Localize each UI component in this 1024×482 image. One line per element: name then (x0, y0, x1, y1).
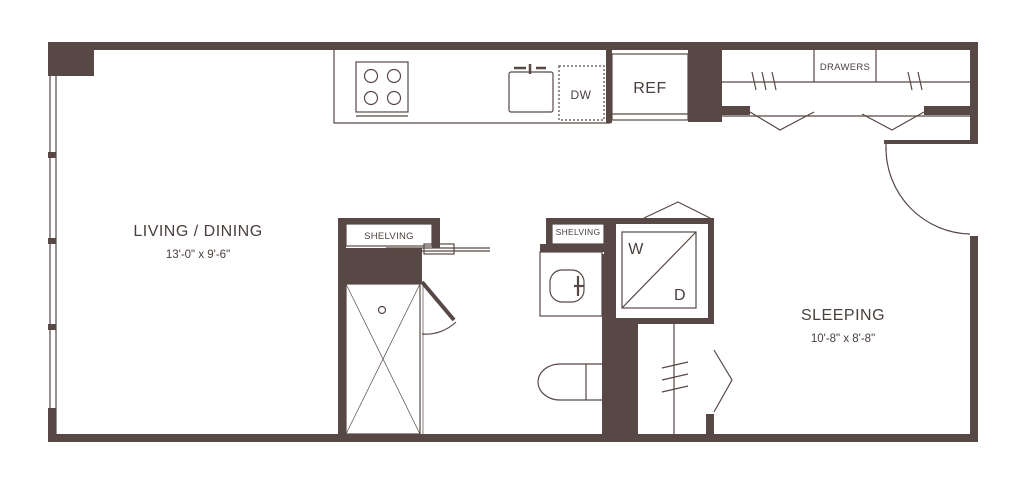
exterior-walls (48, 42, 978, 442)
small-shelf-frame (546, 218, 610, 224)
sink-icon (508, 64, 554, 113)
bath-wall-divider (602, 314, 638, 434)
room-dims-sleeping: 10'-8" x 8'-8" (811, 333, 875, 345)
wall-right-upper (970, 42, 978, 142)
room-label-living: LIVING / DINING (133, 223, 262, 240)
sink-icon (539, 251, 603, 317)
shelving-frame (338, 218, 346, 248)
dishwasher (558, 65, 605, 121)
closet-wall (884, 140, 978, 144)
bathroom (345, 223, 605, 435)
small-shelf-frame (540, 244, 610, 252)
kitchen-pier (688, 42, 722, 122)
closet-wall (722, 106, 750, 115)
small-shelving (551, 223, 605, 245)
cooktop-icon (355, 61, 409, 117)
small-shelf-frame (604, 218, 610, 254)
mullion (48, 324, 56, 330)
shelving-bath-label: SHELVING (364, 231, 414, 242)
kitchen (333, 50, 689, 124)
shelving-frame (338, 218, 440, 224)
wall-right-lower (970, 236, 978, 442)
bath-wall-block (338, 248, 422, 284)
dryer-label: D (674, 287, 686, 304)
wall-top-left (48, 42, 886, 50)
bifold-door (861, 111, 925, 131)
laundry-door (643, 201, 711, 219)
bath-wall-divider (602, 254, 610, 314)
entry-closet (722, 50, 970, 131)
room-dims-living: 13'-0" x 9'-6" (166, 249, 230, 261)
wall-top-right (886, 42, 978, 50)
shelving-closet-label: SHELVING (556, 227, 601, 237)
closet-jamb (706, 414, 714, 434)
washer-dryer (621, 231, 697, 309)
shelving-frame (432, 218, 440, 248)
washer-label: W (628, 241, 644, 258)
shelving-bath (345, 223, 433, 247)
mullion (48, 408, 56, 434)
mullion (48, 238, 56, 244)
dishwasher-label: DW (571, 88, 592, 102)
mullion (48, 152, 56, 158)
door-swing-icon (885, 142, 971, 235)
hanger-rod-icon (751, 71, 923, 91)
toilet-icon (537, 363, 602, 401)
laundry (610, 201, 714, 324)
drawers-label: DRAWERS (820, 62, 870, 73)
bifold-door (713, 349, 733, 413)
bath-door (420, 280, 456, 322)
refrigerator-label: REF (633, 80, 667, 97)
hanger-rod-icon (661, 361, 689, 393)
wall-left-top (48, 42, 56, 76)
shower-icon (345, 283, 424, 435)
window-wall (48, 76, 57, 434)
bathroom-walls (338, 218, 638, 434)
small-shelf-frame (546, 218, 552, 246)
refrigerator-wall (606, 50, 612, 123)
closet-wall (924, 106, 970, 115)
wall-bottom (48, 434, 978, 442)
sleeping-closet (661, 324, 733, 434)
room-label-sleeping: SLEEPING (801, 307, 885, 324)
bifold-door (749, 111, 815, 131)
bath-wall-left (338, 248, 346, 434)
